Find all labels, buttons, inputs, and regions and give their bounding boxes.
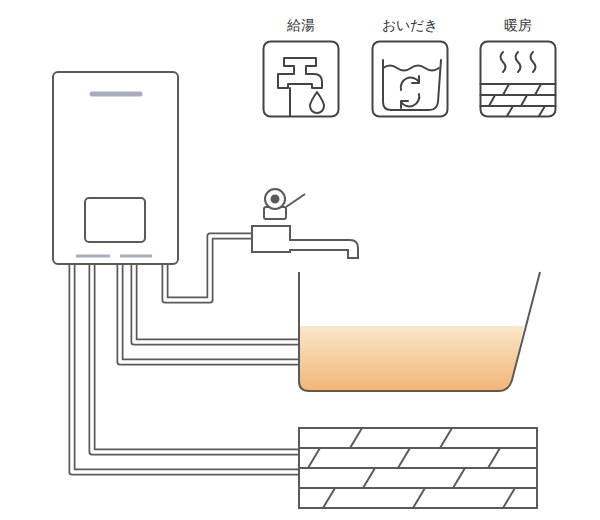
bathtub [299,272,540,391]
reheat-icon [371,40,449,118]
water-heater [53,72,178,264]
heating-icon [479,40,557,118]
icon-node: おいだき [368,17,452,118]
icon-label: 暖房 [476,17,560,34]
icon-label: おいだき [368,17,452,34]
hot-water-icon [262,40,340,118]
pipes [72,236,299,472]
faucet [252,189,358,258]
floor-heating-panel [299,428,537,508]
icon-node: 給湯 [259,17,343,118]
icon-node: 暖房 [476,17,560,118]
icon-label: 給湯 [259,17,343,34]
